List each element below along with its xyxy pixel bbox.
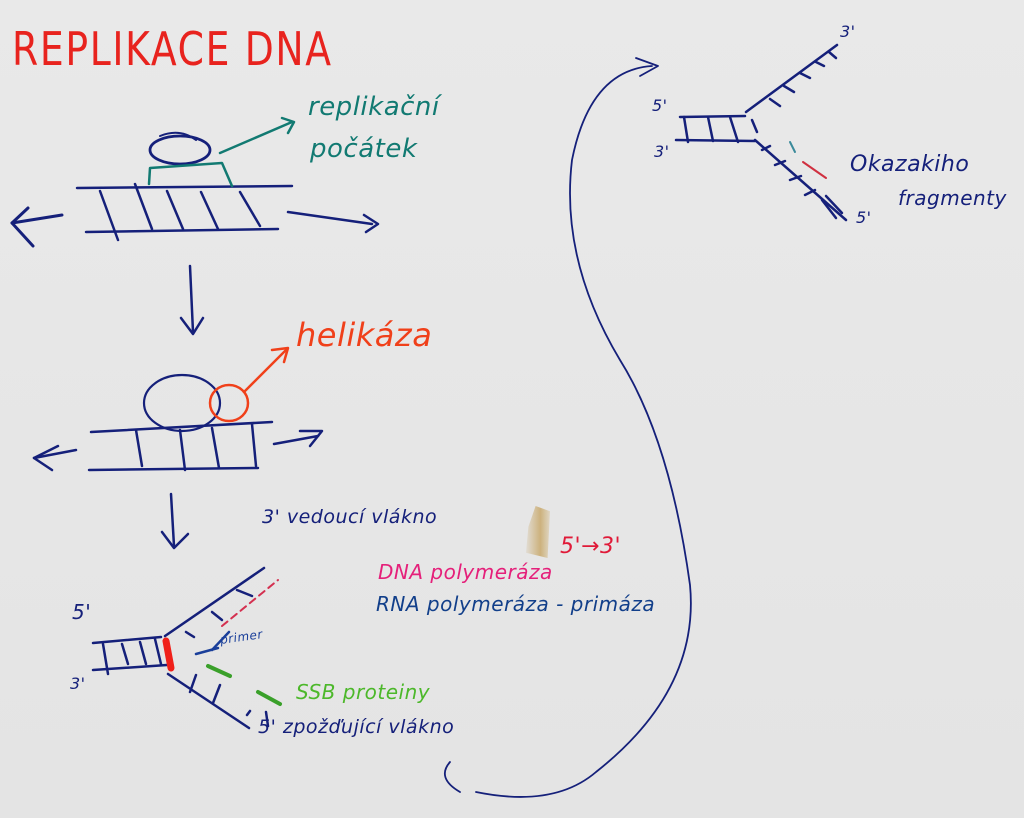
helicase-shape <box>208 346 290 423</box>
ssb-proteins <box>206 664 282 706</box>
fork-3prime-label: 3' <box>70 674 86 693</box>
okazaki-fragment-red <box>802 161 827 179</box>
okazaki-label-line1: Okazakiho <box>850 152 970 177</box>
arrow-step2-to-3 <box>160 492 190 550</box>
ssb-label: SSB proteiny <box>296 680 431 704</box>
okazaki-left-3prime-label: 3' <box>654 142 670 161</box>
leading-strand-label: 3' vedoucí vlákno <box>262 506 438 528</box>
okazaki-primer-teal <box>789 141 796 153</box>
leading-strand-new <box>221 579 279 627</box>
loop-arrow <box>443 57 692 798</box>
arrow-step1-to-2 <box>179 264 205 336</box>
okazaki-label-line2: fragmenty <box>898 186 1007 210</box>
okazaki-bottom-5prime-label: 5' <box>856 208 872 227</box>
step2-dna-segment <box>32 373 324 472</box>
step3-fork <box>91 566 270 730</box>
direction-label: 5'→3' <box>560 534 622 559</box>
helicase-label: helikáza <box>296 316 433 354</box>
okazaki-left-5prime-label: 5' <box>652 96 668 115</box>
lagging-strand-label: 5' zpožďující vlákno <box>258 716 455 738</box>
rna-polymerase-label: RNA polymeráza - primáza <box>376 592 656 616</box>
origin-label-line1: replikační <box>308 92 440 122</box>
step1-dna-segment <box>10 131 380 248</box>
fork-5prime-label: 5' <box>72 600 92 624</box>
okazaki-top-3prime-label: 3' <box>840 22 856 41</box>
origin-pointer <box>147 116 296 188</box>
helicase-mark <box>162 637 175 672</box>
page-title: REPLIKACE DNA <box>12 22 333 76</box>
origin-label-line2: počátek <box>310 134 418 164</box>
step4-fork <box>674 43 848 222</box>
dna-polymerase-label: DNA polymeráza <box>378 560 553 584</box>
